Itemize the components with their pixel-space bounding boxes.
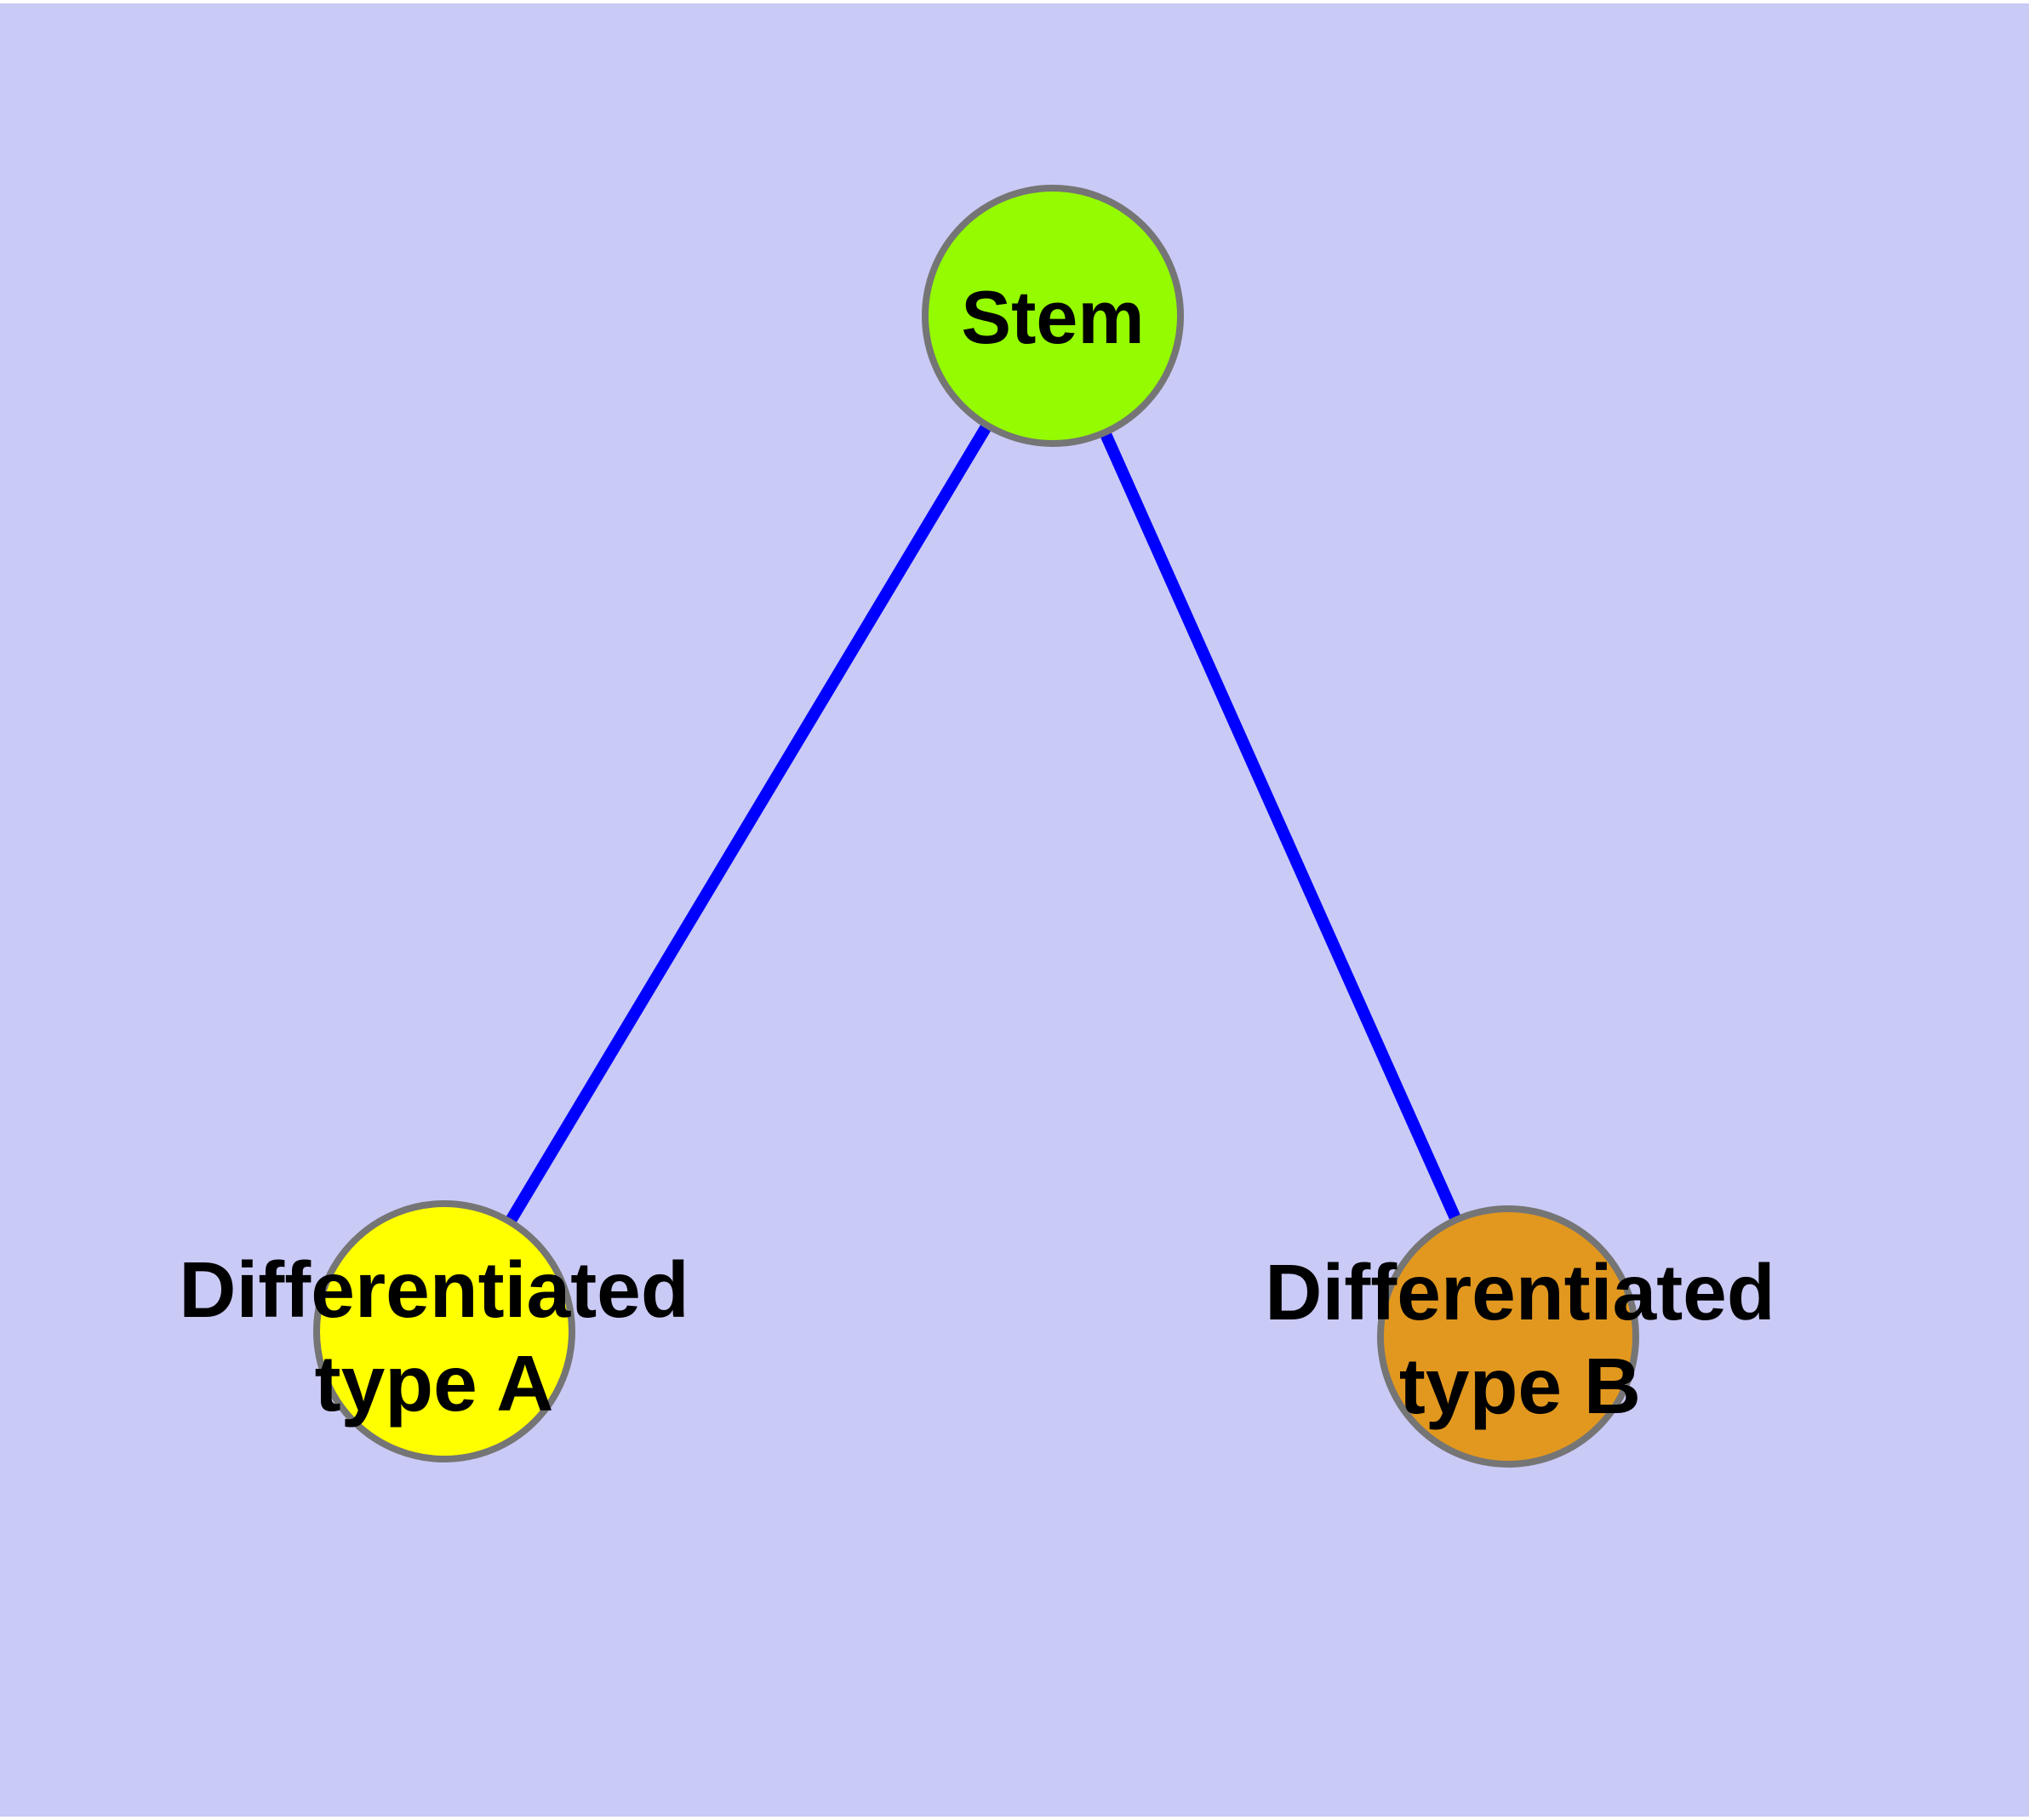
node-type-b-label-line-1: Differentiated (1265, 1248, 1775, 1336)
node-type-a-label-line-1: Differentiated (179, 1245, 689, 1334)
edge-stem-to-type-b (1047, 313, 1514, 1339)
edge-stem-to-type-a (438, 312, 1059, 1335)
node-type-a-label-line-2: type A (315, 1339, 554, 1428)
node-differentiated-type-b (1377, 1205, 1639, 1468)
node-stem (922, 185, 1184, 447)
node-stem-label: Stem (961, 275, 1144, 359)
node-type-b-label-line-2: type B (1399, 1342, 1641, 1430)
node-differentiated-type-a (313, 1200, 575, 1462)
